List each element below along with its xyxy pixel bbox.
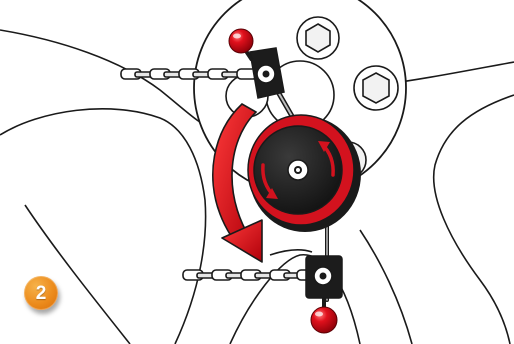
step-number-label: 2 <box>35 282 47 304</box>
frame-outline <box>0 29 514 344</box>
step-number-badge: 2 <box>24 276 58 310</box>
chain-icon <box>120 68 258 80</box>
rotation-arrow-icon <box>212 103 263 263</box>
upper-chain-bracket <box>249 47 285 99</box>
upper-adjust-knob <box>228 28 254 62</box>
lower-chain-bracket <box>305 255 343 299</box>
chain-icon <box>182 269 316 281</box>
rotate-direction-arrowheads <box>266 141 330 199</box>
lower-adjust-knob <box>310 298 338 334</box>
tensioner-disc <box>247 114 361 232</box>
